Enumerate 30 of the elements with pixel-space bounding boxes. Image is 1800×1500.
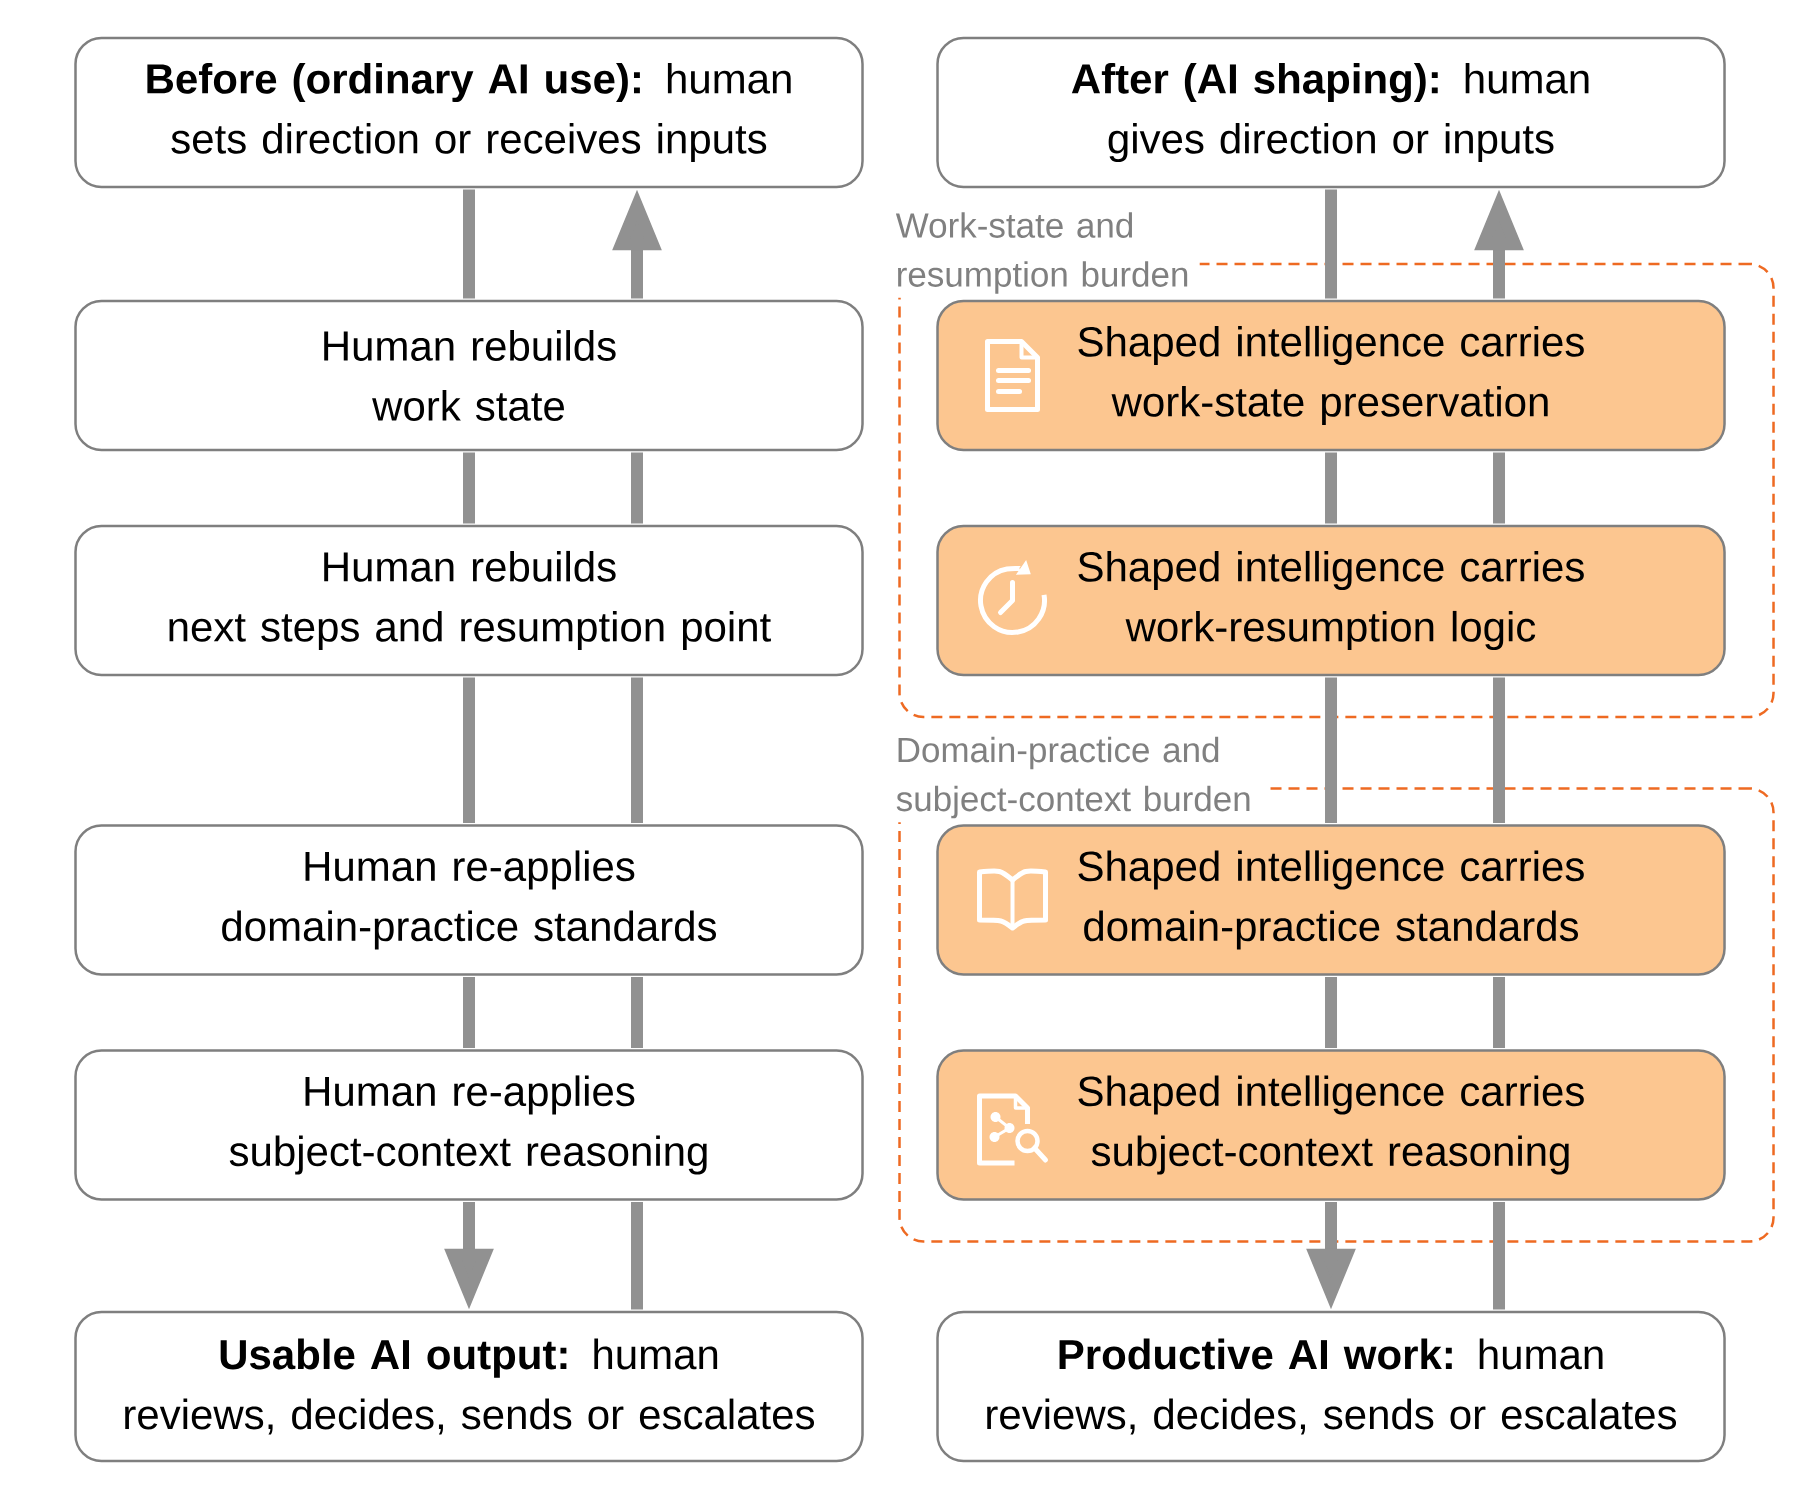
- connector-line: [631, 677, 643, 823]
- connector-line: [463, 977, 475, 1048]
- connector-line: [1493, 977, 1505, 1048]
- connector-line: [1325, 452, 1337, 524]
- highlighted-box: Shaped intelligence carries work-resumption logic: [936, 524, 1726, 677]
- highlighted-box: Shaped intelligence carries subject-context reasoning: [936, 1049, 1726, 1201]
- rounded-box: Human re-applies domain-practice standards: [74, 824, 864, 976]
- connector-line: [631, 452, 643, 524]
- rounded-box: Usable AI output: human reviews, decides, sends or escalates: [74, 1310, 864, 1463]
- node-label: Domain-practice and: [898, 736, 1219, 770]
- rounded-box: Human rebuilds work state: [74, 299, 864, 452]
- connector-line: [1493, 1202, 1505, 1310]
- connector-line: [631, 1202, 643, 1310]
- connector-line: [631, 977, 643, 1048]
- connector-line: [463, 677, 475, 823]
- highlighted-box: Shaped intelligence carries domain-practice standards: [936, 824, 1726, 976]
- connector-line: [1493, 677, 1505, 823]
- rounded-box: After (AI shaping): human gives direction or inputs: [936, 36, 1726, 189]
- connector-line: [1325, 189, 1337, 299]
- node-label: Work-state and: [895, 212, 1133, 238]
- connector-line: [1325, 677, 1337, 823]
- connector-line: [1493, 452, 1505, 524]
- highlighted-box: Shaped intelligence carries work-state preservation: [936, 299, 1726, 452]
- connector-line: [463, 452, 475, 524]
- rounded-box: Productive AI work: human reviews, decides, sends or escalates: [936, 1310, 1726, 1463]
- connector-line: [463, 189, 475, 299]
- rounded-box: Before (ordinary AI use): human sets direction or receives inputs: [74, 36, 864, 189]
- connector-line: [1325, 977, 1337, 1048]
- rounded-box: Human re-applies subject-context reasoning: [74, 1049, 864, 1201]
- rounded-box: Human rebuilds next steps and resumption point: [74, 524, 864, 677]
